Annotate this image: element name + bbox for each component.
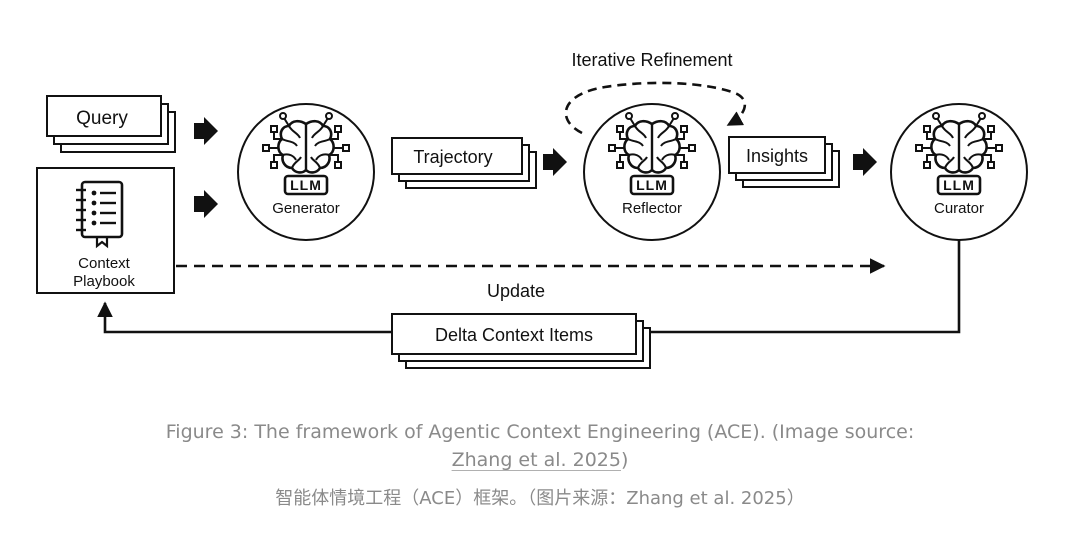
llm-badge: LLM [290, 177, 322, 193]
block-arrow-icon [853, 148, 877, 176]
insights-stack: Insights [728, 136, 840, 188]
figure-caption-chinese: 智能体情境工程（ACE）框架。（图片来源：Zhang et al. 2025） [275, 488, 805, 509]
context-playbook-box: Context Playbook [36, 167, 175, 294]
source-link[interactable]: Zhang et al. 2025 [451, 449, 621, 471]
reflector-node: LLM Reflector [583, 103, 721, 241]
delta-context-items-label: Delta Context Items [435, 325, 593, 345]
iterative-refinement-loop-arrow [564, 81, 746, 135]
trajectory-label: Trajectory [413, 147, 492, 167]
figure-caption-line1: Figure 3: The framework of Agentic Conte… [165, 421, 915, 443]
reflector-label: Reflector [622, 200, 682, 217]
ace-framework-diagram: Query Context Playbook LLM Generator [36, 50, 1028, 369]
iterative-refinement-label: Iterative Refinement [571, 50, 732, 70]
block-arrow-icon [194, 117, 218, 145]
block-arrow-icon [543, 148, 567, 176]
playbook-label-line2: Playbook [73, 273, 135, 290]
figure-caption-line2: Zhang et al. 2025) [0, 448, 1080, 472]
generator-label: Generator [272, 200, 340, 217]
insights-label: Insights [746, 146, 808, 166]
update-label: Update [487, 281, 545, 301]
curator-node: LLM Curator [890, 103, 1028, 241]
block-arrow-icon [194, 190, 218, 218]
query-stack: Query [46, 95, 176, 153]
llm-badge: LLM [636, 177, 668, 193]
query-label: Query [76, 108, 128, 129]
notebook-list-icon [76, 180, 124, 249]
caption-closing-paren: ) [620, 449, 629, 471]
trajectory-stack: Trajectory [391, 137, 537, 189]
llm-badge: LLM [943, 177, 975, 193]
curator-label: Curator [934, 200, 984, 217]
delta-context-items-stack: Delta Context Items [391, 313, 651, 369]
playbook-label-line1: Context [78, 255, 131, 272]
generator-node: LLM Generator [237, 103, 375, 241]
